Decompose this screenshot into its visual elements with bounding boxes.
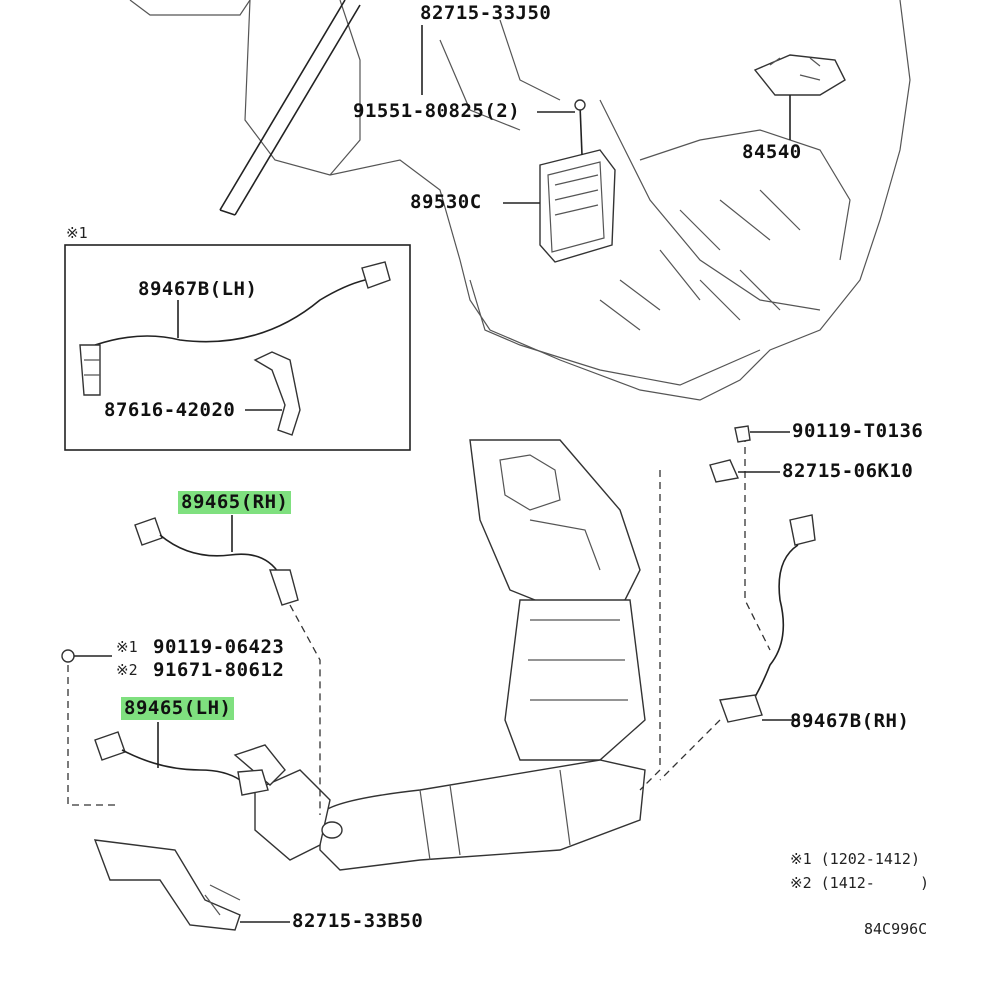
engine-block-illustration: [244, 0, 911, 401]
note-range-1: ※1 (1202-1412): [790, 850, 920, 868]
guide-rh-sensor: [289, 604, 321, 815]
label-90119-06423: 90119-06423: [153, 636, 285, 658]
label-91551-80825: 91551-80825(2): [353, 100, 521, 122]
clip-82715-06K10: [709, 459, 780, 483]
inset-bracket-87616-42020: [245, 351, 301, 436]
label-89467B-rh: 89467B(RH): [790, 710, 910, 732]
label-90119-T0136: 90119-T0136: [792, 420, 924, 442]
inset-note-mark: ※1: [66, 224, 88, 242]
bolt-90119-06423: [61, 649, 112, 663]
inset-box: [64, 244, 411, 451]
label-82715-06K10: 82715-06K10: [782, 460, 914, 482]
diagram-id: 84C996C: [864, 920, 928, 938]
label-89530C: 89530C: [410, 191, 482, 213]
label-82715-33B50: 82715-33B50: [292, 910, 424, 932]
ecu-module: [539, 99, 616, 263]
label-84540: 84540: [742, 141, 802, 163]
sensor-89465-rh: [134, 515, 299, 606]
note-range-2: ※2 (1412- ): [790, 874, 929, 892]
label-82715-33J50: 82715-33J50: [420, 2, 552, 24]
exhaust-manifold: [233, 439, 646, 871]
sensor-89467B-rh: [719, 514, 816, 723]
label-89467B-lh: 89467B(LH): [138, 278, 258, 300]
guide-right-cat: [639, 470, 661, 791]
inset-sensor-89467B-lh: [79, 261, 391, 396]
guide-right-bolt: [744, 435, 771, 651]
note-mark-1: ※1: [116, 638, 138, 656]
bolt-90119-T0136: [734, 425, 790, 443]
label-89465-rh: 89465(RH): [178, 491, 292, 514]
sensor-89465-lh: [94, 722, 269, 796]
label-89465-lh: 89465(LH): [121, 697, 235, 720]
guide-bolt: [67, 665, 120, 806]
dipstick-rod: [129, 0, 361, 216]
neutral-switch-part: [753, 54, 846, 140]
guide-right-sensor: [659, 719, 721, 781]
label-87616-42020: 87616-42020: [104, 399, 236, 421]
bracket-82715-33B50: [93, 839, 290, 931]
note-mark-2: ※2: [116, 661, 138, 679]
label-91671-80612: 91671-80612: [153, 659, 285, 681]
